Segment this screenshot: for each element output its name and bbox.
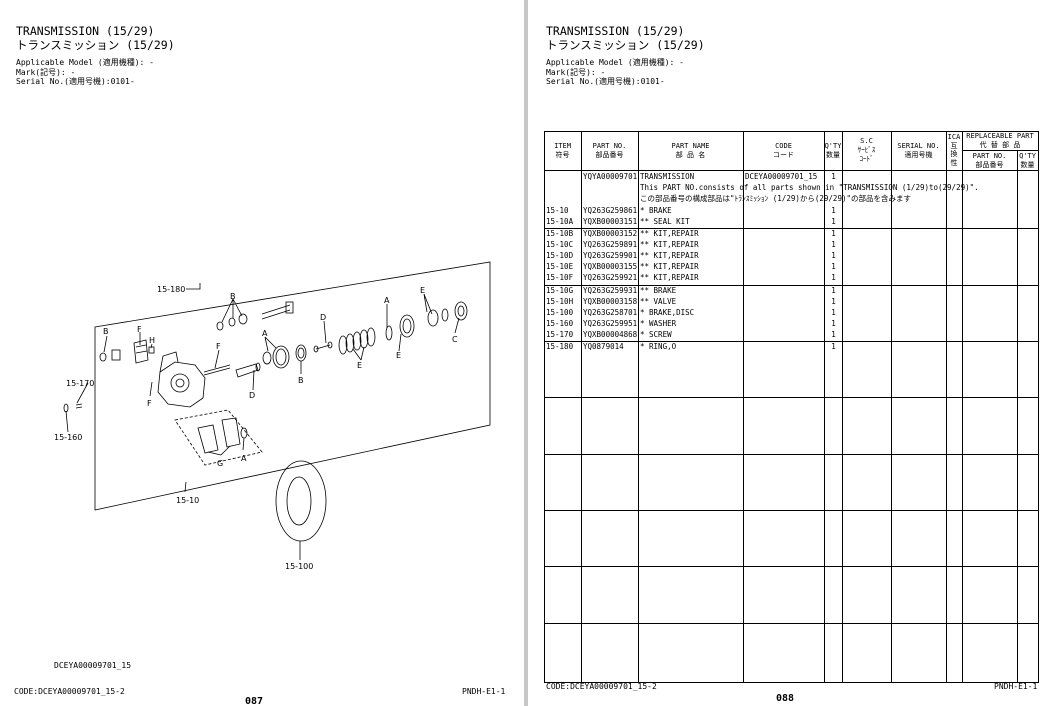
right-header: TRANSMISSION (15/29) トランスミッション (15/29) A… [546, 24, 705, 87]
applicable-model: Applicable Model (適用機種): - [16, 58, 154, 67]
page-gutter [524, 0, 528, 706]
callout-e-seal: B [298, 376, 304, 385]
callout-15-100: 15-100 [285, 562, 313, 571]
drawing-code: DCEYA00009701_15 [54, 661, 132, 670]
right-footer-code: CODE:DCEYA00009701_15-2 [546, 682, 657, 691]
seal-e [295, 344, 307, 362]
callout-e-stack: E [357, 361, 362, 370]
section-title-jp: トランスミッション (15/29) [16, 38, 175, 52]
callout-a-mid: A [262, 329, 268, 338]
left-page-number: 087 [245, 696, 264, 706]
brake-pad-1 [197, 424, 219, 454]
mark: Mark(記号): - [16, 67, 76, 77]
brake-disc [275, 460, 327, 542]
bolt-shaft [261, 304, 291, 320]
piston-a [235, 363, 259, 378]
pad-subframe [174, 409, 263, 466]
callout-a-right: A [384, 296, 390, 305]
serial-no: Serial No.(適用号機):0101- [16, 77, 135, 86]
callout-f-top: F [137, 325, 142, 334]
callout-15-160: 15-160 [54, 433, 82, 442]
seal-ring [272, 345, 290, 369]
th-serial: SERIAL NO.適用号機 [897, 142, 940, 159]
callout-d-bottom: D [249, 391, 255, 400]
callout-g: G [217, 459, 223, 468]
callout-15-180: 15-180 [157, 285, 185, 294]
exploded-parts-diagram: 15-180 B B F H F A D A E E C E D B 15-17… [54, 261, 491, 571]
mark: Mark(記号): - [546, 67, 606, 77]
callout-15-10: 15-10 [176, 496, 199, 505]
callout-d-top: D [320, 313, 326, 322]
bearing-c [454, 301, 468, 321]
callout-15-170: 15-170 [66, 379, 94, 388]
brake-pad-2 [221, 417, 241, 448]
callout-b-top: B [230, 292, 236, 301]
serial-no: Serial No.(適用号機):0101- [546, 77, 665, 86]
assembly-frame [94, 261, 491, 511]
left-header: TRANSMISSION (15/29) トランスミッション (15/29) A… [16, 24, 175, 87]
right-footer-doc: PNDH-E1-1 [994, 682, 1038, 691]
left-footer-doc: PNDH-E1-1 [462, 687, 506, 696]
caliper-piston-bore [170, 373, 190, 393]
callout-f-mid: F [216, 342, 221, 351]
callout-b-left: B [103, 327, 109, 336]
assembly-note-jp: この部品番号の構成部品は"ﾄﾗﾝｽﾐｯｼｮﾝ (1/29)から(29/29)"の… [640, 194, 911, 203]
callout-c: C [452, 335, 458, 344]
section-title: TRANSMISSION (15/29) [16, 24, 155, 38]
left-page: TRANSMISSION (15/29) トランスミッション (15/29) A… [0, 0, 524, 706]
callout-e-right: E [420, 286, 425, 295]
callout-a-bottom: A [241, 454, 247, 463]
th-part-no: PART NO.部品番号 [592, 142, 627, 159]
right-page: TRANSMISSION (15/29) トランスミッション (15/29) A… [528, 0, 1051, 706]
part-f-bracket [133, 339, 149, 364]
callout-h: H [149, 336, 155, 345]
assembly-note-en: This PART NO.consists of all parts shown… [640, 183, 979, 192]
caliper-body [157, 361, 206, 408]
part-b-left [99, 352, 107, 362]
left-footer-code: CODE:DCEYA00009701_15-2 [14, 687, 125, 696]
th-rep-part-no: PART NO.部品番号 [972, 152, 1007, 169]
applicable-model: Applicable Model (適用機種): - [546, 58, 684, 67]
section-title-jp: トランスミッション (15/29) [546, 38, 705, 52]
right-page-number: 088 [776, 693, 795, 704]
callout-f-bottom: F [147, 399, 152, 408]
callout-e-mid: E [396, 351, 401, 360]
section-title: TRANSMISSION (15/29) [546, 24, 685, 38]
